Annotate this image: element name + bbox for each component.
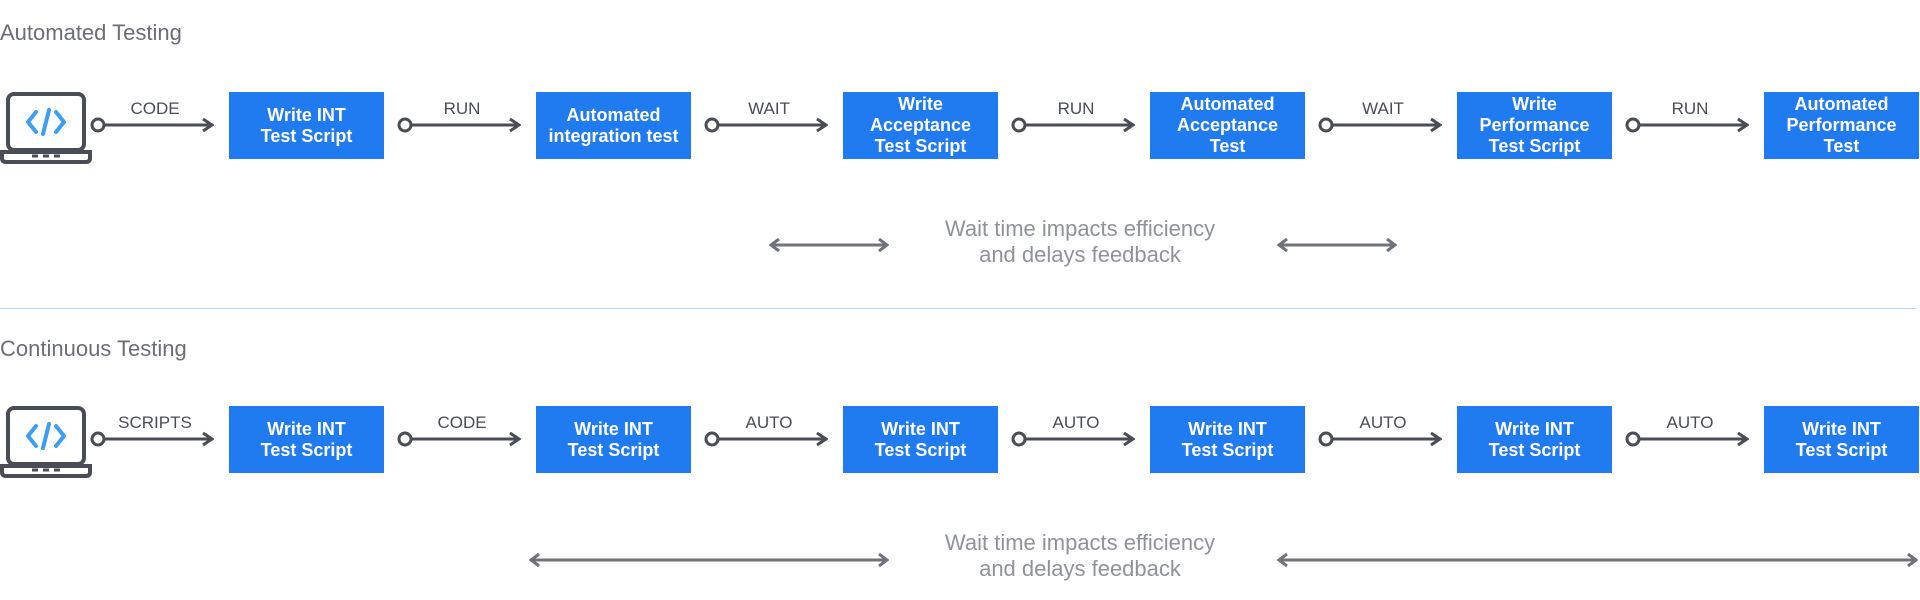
process-step-box: Write INT Test Script bbox=[843, 406, 998, 473]
connector-arrow: RUN bbox=[397, 95, 521, 155]
connector-label: CODE bbox=[130, 99, 180, 118]
note-text: Wait time impacts efficiency and delays … bbox=[944, 530, 1216, 581]
step-label: Automated Acceptance Test bbox=[1176, 94, 1279, 156]
process-step-box: Write Acceptance Test Script bbox=[843, 92, 998, 159]
connector-label: AUTO bbox=[1359, 413, 1407, 432]
connector-label: AUTO bbox=[1052, 413, 1100, 432]
connector-label: WAIT bbox=[1362, 99, 1404, 118]
step-label: Write Performance Test Script bbox=[1479, 94, 1590, 156]
process-step-box: Write INT Test Script bbox=[1150, 406, 1305, 473]
connector-arrow: AUTO bbox=[1318, 409, 1442, 469]
note-text: Wait time impacts efficiency and delays … bbox=[944, 216, 1216, 267]
step-label: Write Acceptance Test Script bbox=[869, 94, 972, 156]
connector-arrow: RUN bbox=[1011, 95, 1135, 155]
connector-arrow: RUN bbox=[1625, 95, 1749, 155]
connector-label: RUN bbox=[1057, 99, 1095, 118]
laptop-code-icon bbox=[0, 404, 92, 480]
step-label: Write INT Test Script bbox=[1488, 418, 1581, 460]
section-divider bbox=[0, 308, 1916, 309]
connector-label: RUN bbox=[443, 99, 481, 118]
step-label: Write INT Test Script bbox=[260, 104, 353, 146]
connector-label: RUN bbox=[1671, 99, 1709, 118]
connector-arrow: CODE bbox=[397, 409, 521, 469]
connector-label: AUTO bbox=[1666, 413, 1714, 432]
connector-label: AUTO bbox=[745, 413, 793, 432]
wait-span-arrow bbox=[529, 553, 889, 567]
wait-span-arrow bbox=[1277, 553, 1918, 567]
process-step-box: Automated integration test bbox=[536, 92, 691, 159]
process-step-box: Write INT Test Script bbox=[1764, 406, 1919, 473]
connector-arrow: CODE bbox=[90, 95, 214, 155]
section-title: Continuous Testing bbox=[0, 336, 187, 361]
process-step-box: Write INT Test Script bbox=[229, 92, 384, 159]
step-label: Write INT Test Script bbox=[874, 418, 967, 460]
connector-arrow: WAIT bbox=[704, 95, 828, 155]
laptop-code-icon bbox=[0, 90, 92, 166]
wait-time-note: Wait time impacts efficiency and delays … bbox=[880, 216, 1280, 268]
process-step-box: Write INT Test Script bbox=[536, 406, 691, 473]
step-label: Automated Performance Test bbox=[1786, 94, 1897, 156]
step-label: Write INT Test Script bbox=[1795, 418, 1888, 460]
wait-span-arrow bbox=[769, 238, 889, 252]
wait-time-note: Wait time impacts efficiency and delays … bbox=[880, 530, 1280, 582]
process-step-box: Automated Acceptance Test bbox=[1150, 92, 1305, 159]
connector-arrow: AUTO bbox=[1011, 409, 1135, 469]
process-step-box: Automated Performance Test bbox=[1764, 92, 1919, 159]
connector-label: SCRIPTS bbox=[118, 413, 192, 432]
connector-label: CODE bbox=[437, 413, 487, 432]
process-step-box: Write INT Test Script bbox=[229, 406, 384, 473]
step-label: Write INT Test Script bbox=[1181, 418, 1274, 460]
connector-arrow: WAIT bbox=[1318, 95, 1442, 155]
step-label: Automated integration test bbox=[548, 104, 679, 146]
step-label: Write INT Test Script bbox=[260, 418, 353, 460]
connector-arrow: SCRIPTS bbox=[90, 409, 214, 469]
connector-label: WAIT bbox=[748, 99, 790, 118]
section-title: Automated Testing bbox=[0, 20, 182, 45]
wait-span-arrow bbox=[1277, 238, 1397, 252]
step-label: Write INT Test Script bbox=[567, 418, 660, 460]
process-step-box: Write Performance Test Script bbox=[1457, 92, 1612, 159]
process-step-box: Write INT Test Script bbox=[1457, 406, 1612, 473]
connector-arrow: AUTO bbox=[704, 409, 828, 469]
connector-arrow: AUTO bbox=[1625, 409, 1749, 469]
